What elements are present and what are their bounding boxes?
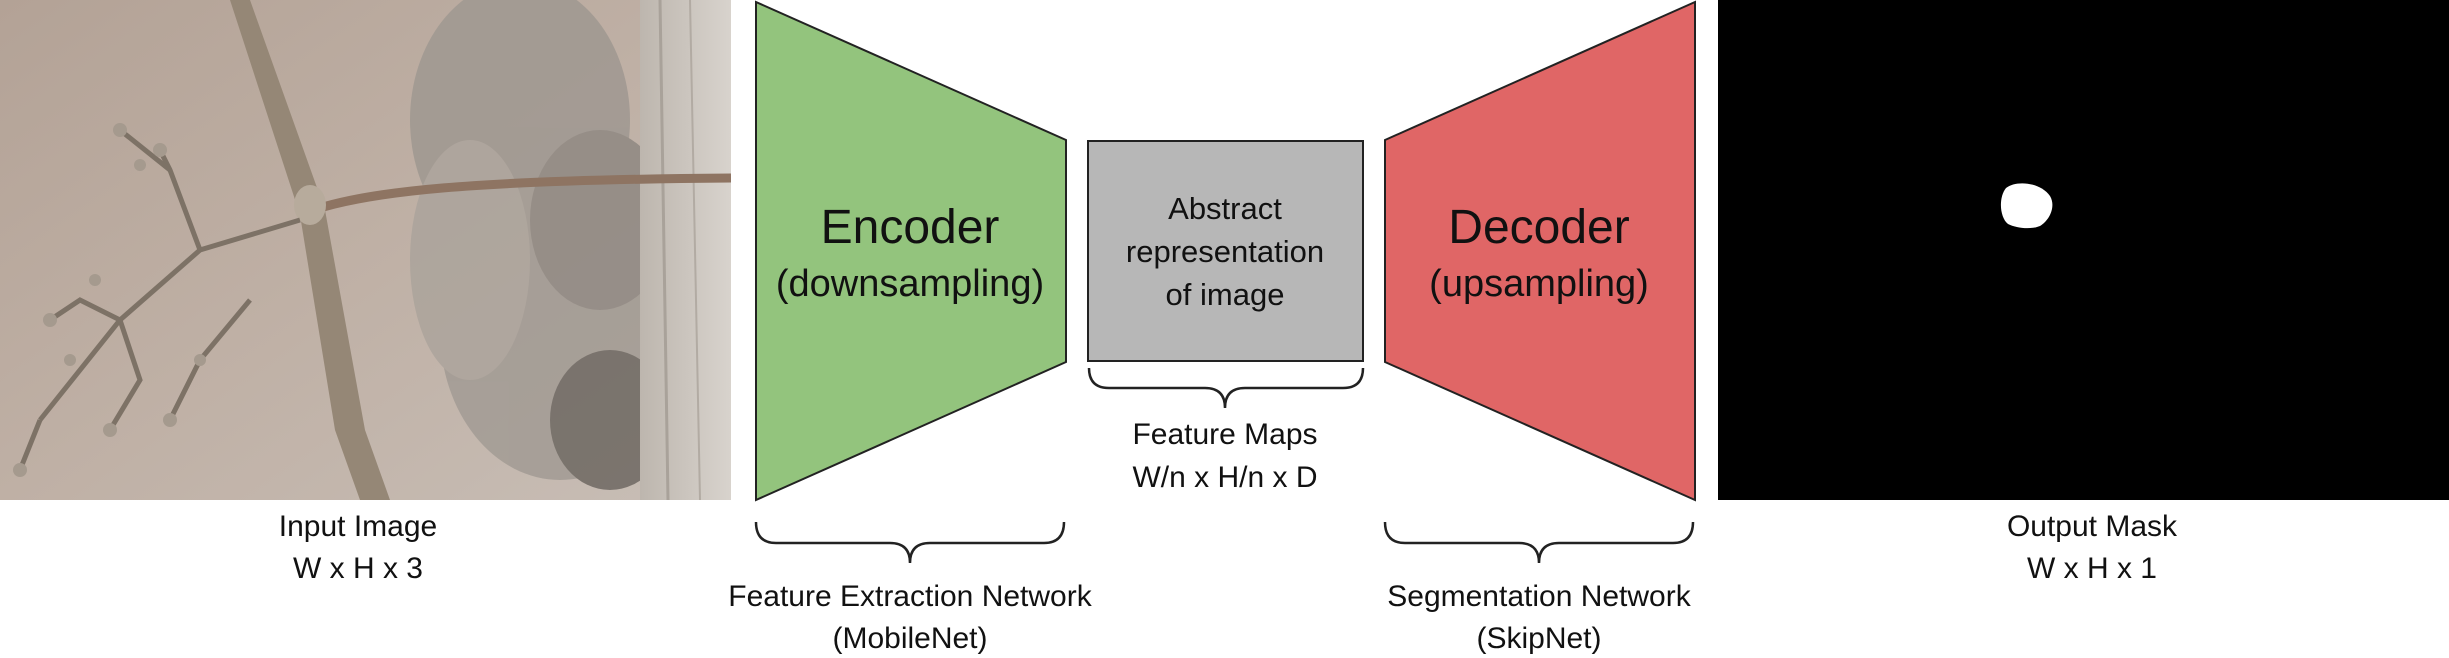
feature-brace-label1: Feature Maps [1132,418,1317,451]
feature-brace [1087,367,1365,409]
encoder-trapezoid [755,0,1067,502]
output-caption-line2: W x H x 1 [2027,552,2157,585]
decoder-subtitle: (upsampling) [1429,263,1649,305]
feature-brace-label2: W/n x H/n x D [1132,461,1317,494]
feature-line3: of image [1166,277,1285,312]
crossing-stem [298,173,731,220]
input-caption-line2: W x H x 3 [293,552,423,585]
decoder-trapezoid [1384,0,1696,502]
input-caption-line1: Input Image [279,510,437,543]
decoder-title: Decoder [1448,201,1629,254]
encoder-brace-label2: (MobileNet) [832,622,987,655]
main-stem [230,0,390,500]
mask-blob [2000,183,2053,229]
feature-line1: Abstract [1168,191,1282,226]
bark [640,0,731,500]
output-caption-line1: Output Mask [2007,510,2178,543]
output-mask [1718,0,2449,500]
input-image [0,0,731,500]
feature-box [1087,140,1364,362]
buds [13,123,206,477]
feature-line2: representation [1126,234,1324,269]
decoder-brace [1383,521,1695,564]
encoder-brace [754,521,1066,564]
decoder-brace-label2: (SkipNet) [1476,622,1601,655]
decoder-brace-label1: Segmentation Network [1387,580,1691,613]
encoder-brace-label1: Feature Extraction Network [728,580,1092,613]
encoder-title: Encoder [821,201,1000,254]
twigs [17,128,301,471]
encoder-subtitle: (downsampling) [776,263,1044,305]
